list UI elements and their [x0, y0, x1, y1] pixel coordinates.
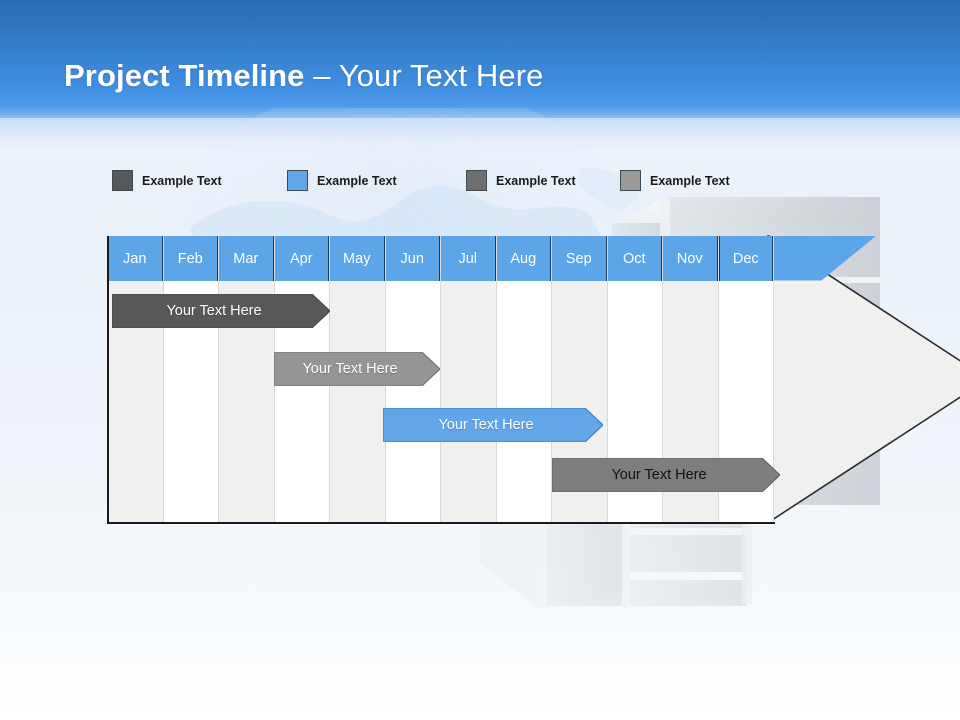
- month-header-jul[interactable]: Jul: [441, 236, 496, 281]
- legend-item-3[interactable]: Example Text: [466, 170, 576, 191]
- month-header-nov[interactable]: Nov: [663, 236, 718, 281]
- legend-item-4[interactable]: Example Text: [620, 170, 730, 191]
- month-header-feb[interactable]: Feb: [163, 236, 218, 281]
- legend-label-1: Example Text: [142, 173, 222, 188]
- legend-item-1[interactable]: Example Text: [112, 170, 222, 191]
- month-header-sep[interactable]: Sep: [552, 236, 607, 281]
- legend: Example Text Example Text Example Text E…: [112, 170, 812, 194]
- month-header-apr[interactable]: Apr: [274, 236, 329, 281]
- month-header-jan[interactable]: Jan: [108, 236, 163, 281]
- legend-swatch-icon-2: [287, 170, 308, 191]
- task-bar-label-4: Your Text Here: [611, 467, 707, 483]
- month-header-jun[interactable]: Jun: [385, 236, 440, 281]
- month-header-aug[interactable]: Aug: [496, 236, 551, 281]
- task-bar-2[interactable]: Your Text Here: [274, 352, 440, 386]
- page-title-rest: – Your Text Here: [304, 58, 544, 93]
- timeline-column-mar: Mar: [219, 236, 275, 523]
- legend-swatch-icon-1: [112, 170, 133, 191]
- legend-swatch-icon-3: [466, 170, 487, 191]
- month-header-dec[interactable]: Dec: [718, 236, 773, 281]
- task-bar-1[interactable]: Your Text Here: [112, 294, 330, 328]
- month-header-mar[interactable]: Mar: [219, 236, 274, 281]
- timeline-arrow-head: [767, 235, 960, 525]
- page-title: Project Timeline – Your Text Here: [64, 58, 543, 94]
- legend-label-3: Example Text: [496, 173, 576, 188]
- legend-item-2[interactable]: Example Text: [287, 170, 397, 191]
- legend-label-4: Example Text: [650, 173, 730, 188]
- month-header-may[interactable]: May: [330, 236, 385, 281]
- timeline-column-jul: Jul: [441, 236, 497, 523]
- task-bar-label-3: Your Text Here: [438, 417, 534, 433]
- legend-label-2: Example Text: [317, 173, 397, 188]
- legend-swatch-icon-4: [620, 170, 641, 191]
- grid-bottom-border: [107, 522, 775, 524]
- task-bar-3[interactable]: Your Text Here: [383, 408, 603, 442]
- grid-left-border: [107, 236, 109, 524]
- timeline-column-aug: Aug: [496, 236, 552, 523]
- box-3d-graphic-lower: [480, 500, 820, 680]
- page-title-bold: Project Timeline: [64, 58, 305, 93]
- timeline-column-feb: Feb: [163, 236, 219, 523]
- header-band: [0, 0, 960, 128]
- task-bar-4[interactable]: Your Text Here: [552, 458, 780, 492]
- task-bar-label-2: Your Text Here: [302, 361, 398, 377]
- task-bar-label-1: Your Text Here: [166, 303, 262, 319]
- month-header-oct[interactable]: Oct: [607, 236, 662, 281]
- timeline-column-jan: Jan: [108, 236, 164, 523]
